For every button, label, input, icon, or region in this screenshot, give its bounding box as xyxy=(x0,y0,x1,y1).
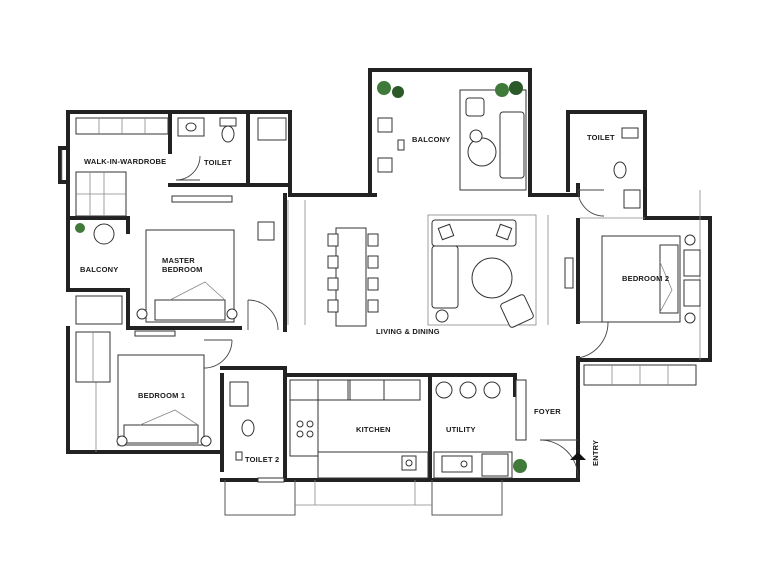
entry-arrow-icon xyxy=(570,452,586,460)
label-bedroom1: BEDROOM 1 xyxy=(138,391,185,400)
walk-in-wardrobe-area xyxy=(75,117,233,217)
walls xyxy=(58,68,712,516)
foyer-area xyxy=(513,379,586,479)
room-labels: WALK-IN-WARDROBE TOILET BALCONY TOILET B… xyxy=(80,133,669,466)
left-balcony-furniture xyxy=(75,223,123,325)
label-toilet2: TOILET 2 xyxy=(245,455,279,464)
bedroom2-toilet-fixtures xyxy=(577,127,641,217)
label-toilet-bed2: TOILET xyxy=(587,133,615,142)
bedroom2-furniture xyxy=(583,234,701,386)
label-balcony-top: BALCONY xyxy=(412,135,450,144)
master-bedroom-furniture xyxy=(134,221,279,337)
toilet2-fixtures xyxy=(229,381,285,483)
label-walk-in-wardrobe: WALK-IN-WARDROBE xyxy=(84,157,166,166)
label-master-bedroom-1: MASTER xyxy=(162,256,195,265)
top-balcony-furniture xyxy=(377,81,527,191)
label-utility: UTILITY xyxy=(446,425,476,434)
kitchen-furniture xyxy=(289,379,429,479)
label-bedroom2: BEDROOM 2 xyxy=(622,274,669,283)
dining-furniture xyxy=(327,227,379,327)
bedroom1-furniture xyxy=(75,331,233,447)
label-toilet-master: TOILET xyxy=(204,158,232,167)
label-balcony-left: BALCONY xyxy=(80,265,118,274)
utility-furniture xyxy=(433,381,513,479)
label-kitchen: KITCHEN xyxy=(356,425,391,434)
label-entry: ENTRY xyxy=(591,440,600,466)
label-master-bedroom-2: BEDROOM xyxy=(162,265,203,274)
label-living-dining: LIVING & DINING xyxy=(376,327,440,336)
label-foyer: FOYER xyxy=(534,407,561,416)
master-toilet-fixtures xyxy=(175,117,287,181)
living-furniture xyxy=(427,214,537,328)
